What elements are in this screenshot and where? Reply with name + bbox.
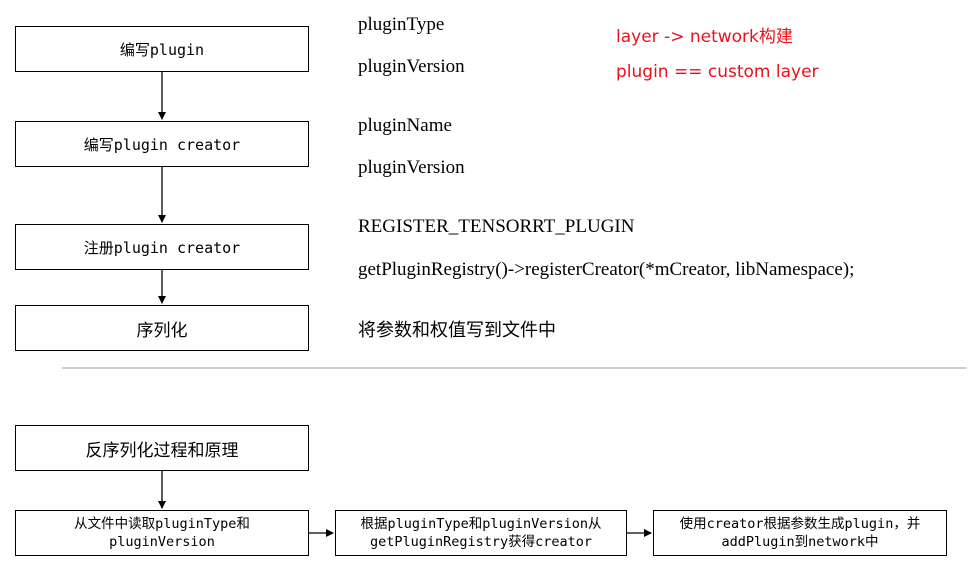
deserialize-title-label: 反序列化过程和原理 xyxy=(85,440,239,461)
note-register-creator-call: getPluginRegistry()->registerCreator(*mC… xyxy=(358,259,855,280)
step-register-plugin-creator: 注册plugin creator xyxy=(15,224,309,270)
note-plugin-version-2: pluginVersion xyxy=(358,157,465,178)
deserialize-title-box: 反序列化过程和原理 xyxy=(15,425,309,471)
step-get-creator: 根据pluginType和pluginVersion从 getPluginReg… xyxy=(335,510,627,556)
step-write-plugin: 编写plugin xyxy=(15,26,309,72)
step-add-plugin: 使用creator根据参数生成plugin，并 addPlugin到networ… xyxy=(653,510,947,556)
step-register-plugin-creator-label: 注册plugin creator xyxy=(83,238,241,257)
step-read-from-file-label: 从文件中读取pluginType和 pluginVersion xyxy=(74,516,250,550)
step-read-from-file: 从文件中读取pluginType和 pluginVersion xyxy=(15,510,309,556)
note-plugin-name: pluginName xyxy=(358,115,452,136)
step-add-plugin-label: 使用creator根据参数生成plugin，并 addPlugin到networ… xyxy=(679,516,921,550)
note-plugin-version-1: pluginVersion xyxy=(358,56,465,77)
step-write-plugin-label: 编写plugin xyxy=(119,40,205,59)
note-register-macro: REGISTER_TENSORRT_PLUGIN xyxy=(358,216,635,237)
note-plugin-type: pluginType xyxy=(358,14,445,35)
step-write-plugin-creator-label: 编写plugin creator xyxy=(83,135,241,154)
step-serialize: 序列化 xyxy=(15,305,309,351)
step-write-plugin-creator: 编写plugin creator xyxy=(15,121,309,167)
annotation-plugin-custom-layer: plugin == custom layer xyxy=(616,62,819,82)
step-get-creator-label: 根据pluginType和pluginVersion从 getPluginReg… xyxy=(360,516,602,550)
step-serialize-label: 序列化 xyxy=(136,320,188,341)
annotation-layer-network: layer -> network构建 xyxy=(616,27,793,47)
note-serialize-desc: 将参数和权值写到文件中 xyxy=(358,320,556,341)
